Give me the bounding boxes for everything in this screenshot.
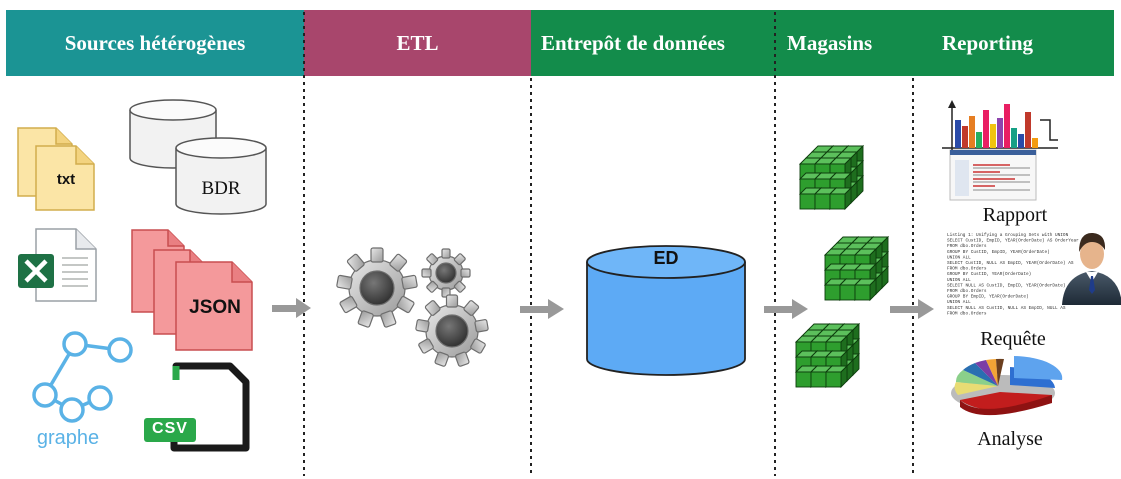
warehouse-label: ED: [653, 248, 679, 268]
sql-line: UNION ALL: [947, 255, 971, 260]
cube-icon: [824, 364, 849, 389]
gear-medium: [415, 294, 489, 367]
separators: [303, 12, 914, 476]
sql-line: GROUP BY CustID, EmpID, YEAR(OrderDate): [947, 250, 1050, 255]
warehouse-cylinder-icon: [586, 245, 746, 376]
database-label: BDR: [201, 178, 241, 199]
graph-label: graphe: [36, 427, 100, 449]
sql-line: SELECT NULL AS CustID, NULL AS EmpID, NU…: [947, 306, 1066, 311]
header-reporting: Reporting: [914, 10, 1114, 76]
graph-icon: [32, 331, 133, 423]
sql-line: GROUP BY EmpID, YEAR(OrderDate): [947, 295, 1029, 300]
arrow-sources-etl: [272, 298, 311, 318]
sql-line: FROM dbo.Orders: [947, 311, 987, 316]
gear-large: [336, 247, 418, 328]
txt-label: txt: [56, 171, 76, 188]
arrows: [272, 298, 934, 319]
header-sources: Sources hétérogènes: [6, 10, 304, 76]
analysis-pie-icon: [951, 356, 1063, 416]
arrow-marts-reporting: [890, 299, 934, 319]
sql-line: FROM dbo.Orders: [947, 267, 987, 272]
excel-icon: [18, 228, 97, 302]
cube-cluster: [794, 322, 861, 389]
sql-line: SELECT CustID, NULL AS EmpID, YEAR(Order…: [947, 261, 1074, 266]
cube-cluster: [823, 235, 890, 302]
sql-line: Listing 1: Unifying a Grouping Sets with…: [947, 233, 1069, 238]
requete-label: Requête: [980, 328, 1046, 350]
cube-icon: [853, 277, 878, 302]
sql-line: UNION ALL: [947, 278, 971, 283]
header-etl: ETL: [304, 10, 531, 76]
sql-line: FROM dbo.Orders: [947, 244, 987, 249]
sql-line: GROUP BY CustID, YEAR(OrderDate): [947, 272, 1031, 277]
database-icon: [129, 99, 267, 215]
cube-icon: [828, 186, 853, 211]
csv-file-icon: [144, 362, 250, 452]
sql-code-block: Listing 1: Unifying a Grouping Sets with…: [947, 233, 1079, 316]
txt-file-icon: [17, 127, 95, 211]
header-marts: Magasins: [775, 10, 914, 76]
csv-label: csv: [152, 420, 188, 437]
json-file-icon: [131, 229, 253, 351]
json-label: JSON: [189, 297, 241, 318]
gears-icon: [336, 247, 489, 367]
sql-line: SELECT CustID, EmpID, YEAR(OrderDate) AS…: [947, 239, 1079, 244]
report-icon: [942, 100, 1058, 201]
cube-cluster: [798, 144, 865, 211]
sql-line: SELECT NULL AS CustID, EmpID, YEAR(Order…: [947, 283, 1066, 288]
gear-small: [421, 248, 471, 298]
arrow-warehouse-marts: [764, 299, 808, 319]
arrow-etl-warehouse: [520, 299, 564, 319]
query-icon: Listing 1: Unifying a Grouping Sets with…: [947, 232, 1121, 316]
rapport-label: Rapport: [982, 204, 1048, 226]
user-avatar-icon: [1062, 232, 1121, 305]
analyse-label: Analyse: [977, 428, 1043, 450]
sql-line: FROM dbo.Orders: [947, 289, 987, 294]
sql-line: UNION ALL: [947, 300, 971, 305]
cube-clusters: [794, 144, 890, 389]
header-warehouse: Entrepôt de données: [531, 10, 775, 76]
